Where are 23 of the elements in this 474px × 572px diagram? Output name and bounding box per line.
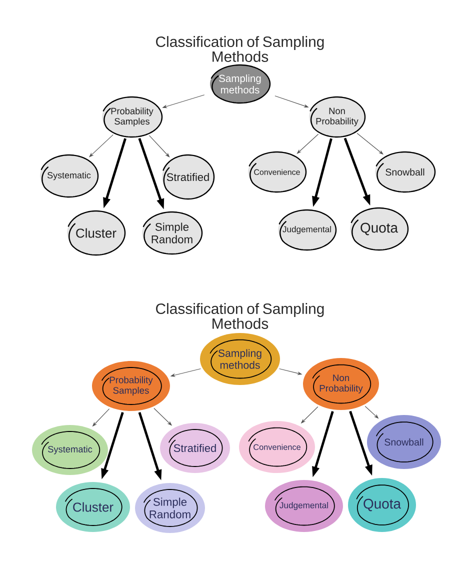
diagram-title: Classification of Sampling Methods — [156, 36, 324, 62]
ellipse-node: Probability Samples — [92, 361, 170, 411]
ellipse-node: Snowball — [367, 415, 441, 469]
ellipse-node: Stratified — [160, 423, 230, 473]
ellipse-node: Systematic — [40, 154, 99, 198]
ellipse-node: Quota — [350, 207, 409, 251]
ellipse-node: Simple Random — [142, 211, 203, 255]
ellipse-node: Stratified — [162, 154, 215, 200]
ellipse-node: Probability Samples — [102, 96, 163, 138]
ellipse-node: Snowball — [375, 151, 436, 193]
ellipse-node: Quota — [348, 478, 416, 532]
ellipse-node: Judgemental — [278, 209, 337, 251]
ellipse-node: Convenience — [239, 421, 315, 473]
ellipse-node: Sampling methods — [210, 64, 271, 104]
ellipse-node: Judgemental — [265, 480, 343, 532]
heading-text: Classification of Sampling Methods — [156, 303, 324, 329]
ellipse-node: Sampling methods — [200, 333, 280, 385]
ellipse-node: Non Probability — [309, 96, 366, 138]
ellipse-node: Systematic — [32, 425, 108, 475]
ellipse-node: Cluster — [67, 210, 126, 256]
ellipse-node: Simple Random — [135, 483, 205, 533]
ellipse-node: Non Probability — [303, 358, 379, 410]
ellipse-node: Cluster — [56, 482, 130, 532]
